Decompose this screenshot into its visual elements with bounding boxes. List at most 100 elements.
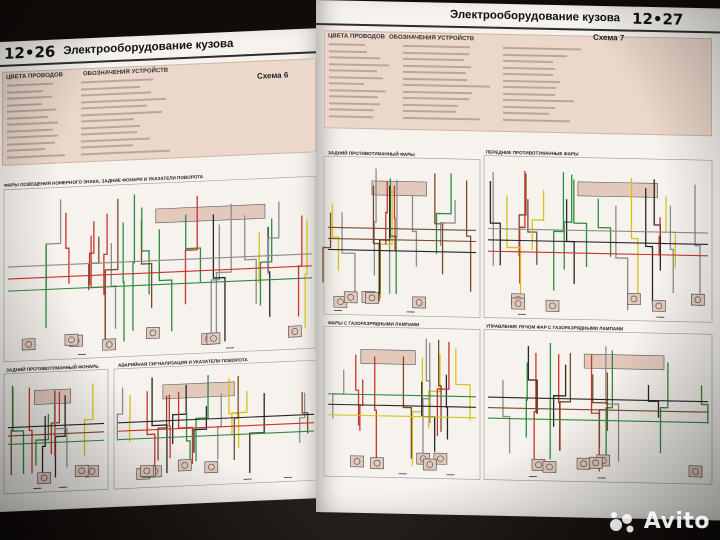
wire: [502, 379, 511, 454]
wire: [299, 392, 306, 443]
lamp-symbol: [337, 298, 344, 306]
diagram-frame: [3, 175, 317, 363]
wire: [172, 384, 187, 445]
wire: [506, 195, 522, 300]
component-box: [422, 458, 437, 471]
lamp-symbol: [692, 468, 699, 475]
bus-wire: [488, 407, 708, 413]
wire: [122, 222, 125, 342]
lamp-symbol: [25, 341, 32, 348]
wire: [465, 180, 472, 292]
wire: [605, 350, 614, 465]
connector-block: [577, 181, 658, 198]
component-box: [576, 457, 591, 470]
component-box: [350, 455, 364, 468]
wire: [41, 416, 46, 477]
wire: [436, 341, 450, 437]
component-box: [21, 338, 36, 351]
component-box: [511, 297, 526, 310]
bus-wire: [118, 413, 314, 424]
diagram-frame: [483, 155, 713, 323]
wire: [425, 338, 431, 424]
avito-watermark: Avito: [608, 509, 710, 534]
bus-wire: [328, 248, 476, 254]
lamp-symbol: [68, 336, 75, 344]
component-box: [652, 299, 666, 312]
wire: [132, 194, 136, 331]
lamp-symbol: [353, 458, 361, 465]
connector-block: [360, 349, 416, 365]
lamp-symbol: [630, 295, 638, 303]
component-box: [146, 326, 160, 340]
bus-wire: [488, 239, 708, 246]
wire: [438, 339, 442, 432]
component-box: [288, 325, 302, 338]
diagram-frame: [323, 325, 481, 480]
wire: [141, 207, 150, 295]
wire: [455, 348, 471, 421]
wire: [669, 205, 674, 294]
component-box: [370, 457, 384, 470]
lamp-symbol: [694, 296, 702, 303]
wire: [341, 212, 356, 295]
wire: [88, 221, 95, 286]
component-box: [64, 333, 79, 346]
wire: [658, 217, 661, 256]
component-box: [691, 293, 705, 306]
lamp-symbol: [88, 467, 96, 475]
bus-wire: [8, 439, 104, 446]
wire: [259, 218, 273, 306]
wire: [553, 172, 565, 291]
lamp-symbol: [368, 294, 376, 302]
wire: [700, 385, 709, 424]
wire: [210, 224, 220, 336]
wire: [439, 199, 456, 247]
connector-block: [155, 203, 266, 224]
wire: [146, 391, 156, 478]
wire: [647, 384, 660, 418]
wire: [389, 178, 397, 294]
wire: [185, 214, 202, 283]
wire: [104, 198, 119, 341]
right-page: Электрооборудование кузова 12•27 ЦВЕТА П…: [316, 0, 720, 521]
bus-wire: [8, 253, 312, 268]
wire: [558, 352, 572, 451]
wire: [694, 184, 701, 307]
connector-block: [162, 381, 235, 400]
lamp-symbol: [426, 461, 434, 468]
connector-block: [371, 180, 427, 197]
wire: [552, 364, 567, 427]
wire: [531, 190, 545, 250]
wire: [388, 179, 398, 294]
wire: [322, 212, 332, 283]
wire: [168, 394, 171, 459]
bus-wire: [8, 431, 104, 437]
wire: [533, 352, 537, 471]
bus-wire: [328, 414, 476, 419]
component-box: [588, 456, 603, 469]
wire: [592, 374, 609, 432]
wire: [434, 173, 444, 275]
wire: [151, 377, 168, 474]
component-box: [343, 291, 358, 304]
component-box: [545, 299, 560, 312]
lamp-symbol: [592, 459, 600, 467]
wire: [65, 212, 70, 284]
wire: [185, 411, 191, 471]
wire: [116, 387, 124, 441]
wire: [215, 203, 232, 341]
right-wiring-diagram: [322, 155, 713, 485]
wire: [83, 383, 94, 456]
connector-block: [34, 388, 72, 405]
diagram-frame: [3, 368, 109, 495]
wire: [411, 357, 424, 466]
wire: [267, 201, 280, 275]
wire: [393, 185, 396, 251]
component-box: [177, 459, 192, 472]
component-box: [206, 332, 221, 345]
bus-wire: [328, 403, 476, 408]
bus-wire: [328, 226, 476, 232]
wire: [402, 356, 412, 459]
wire: [244, 215, 257, 304]
